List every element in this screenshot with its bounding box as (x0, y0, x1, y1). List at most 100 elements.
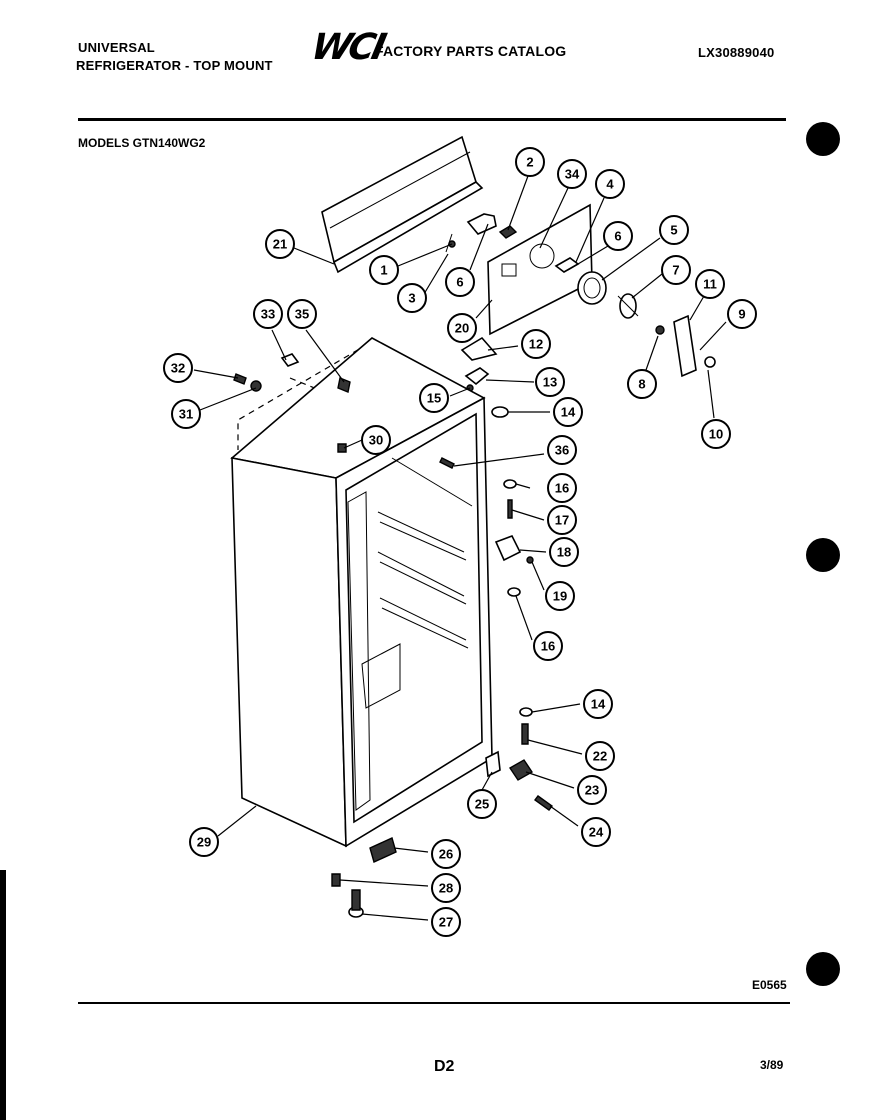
models-label: MODELS GTN140WG2 (78, 136, 206, 150)
svg-text:24: 24 (589, 825, 604, 840)
svg-text:12: 12 (529, 337, 543, 352)
svg-text:25: 25 (475, 797, 489, 812)
svg-text:19: 19 (553, 589, 567, 604)
header-line1: UNIVERSAL (78, 40, 155, 55)
callout-23: 23 (577, 775, 607, 805)
svg-text:31: 31 (179, 407, 193, 422)
svg-text:14: 14 (561, 405, 576, 420)
svg-text:21: 21 (273, 237, 287, 252)
callout-11: 11 (695, 269, 725, 299)
catalog-title: FACTORY PARTS CATALOG (375, 43, 567, 59)
callout-8: 8 (627, 369, 657, 399)
callout-25: 25 (467, 789, 497, 819)
callout-12: 12 (521, 329, 551, 359)
svg-text:10: 10 (709, 427, 723, 442)
callout-5: 5 (659, 215, 689, 245)
svg-text:6: 6 (614, 229, 621, 244)
callout-33: 33 (253, 299, 283, 329)
svg-text:28: 28 (439, 881, 453, 896)
callout-9: 9 (727, 299, 757, 329)
svg-text:22: 22 (593, 749, 607, 764)
svg-text:15: 15 (427, 391, 441, 406)
callout-3: 3 (397, 283, 427, 313)
control-panel-plate (487, 203, 593, 336)
binder-hole-bottom (806, 952, 840, 986)
svg-text:6: 6 (456, 275, 463, 290)
top-cover-part (321, 135, 484, 274)
svg-text:30: 30 (369, 433, 383, 448)
callout-31: 31 (171, 399, 201, 429)
svg-text:35: 35 (295, 307, 309, 322)
callout-19: 19 (545, 581, 575, 611)
callout-26: 26 (431, 839, 461, 869)
hinge-bracket-part (445, 213, 497, 253)
catalog-number: LX30889040 (698, 45, 775, 60)
fan-part (617, 293, 639, 319)
page-label: D2 (434, 1058, 455, 1075)
svg-text:1: 1 (380, 263, 387, 278)
callout-10: 10 (701, 419, 731, 449)
svg-text:8: 8 (638, 377, 645, 392)
callout-4: 4 (595, 169, 625, 199)
shelf-rails (377, 511, 469, 649)
callout-20: 20 (447, 313, 477, 343)
svg-text:34: 34 (565, 167, 580, 182)
callout-15: 15 (419, 383, 449, 413)
svg-text:4: 4 (606, 177, 614, 192)
svg-text:3: 3 (408, 291, 415, 306)
callout-14-bottom: 14 (583, 689, 613, 719)
callout-13: 13 (535, 367, 565, 397)
svg-text:23: 23 (585, 783, 599, 798)
hardware-parts (331, 406, 553, 918)
thermostat-part (554, 257, 607, 305)
callout-22: 22 (585, 741, 615, 771)
callout-29: 29 (189, 827, 219, 857)
header-line2: REFRIGERATOR - TOP MOUNT (76, 58, 273, 73)
binder-hole-middle (806, 538, 840, 572)
svg-text:29: 29 (197, 835, 211, 850)
svg-text:14: 14 (591, 697, 606, 712)
diagram-code: E0565 (752, 978, 787, 992)
footer-rule (78, 1002, 790, 1004)
callout-27: 27 (431, 907, 461, 937)
top-hinge-part (464, 367, 490, 392)
callout-36: 36 (547, 435, 577, 465)
callout-1: 1 (369, 255, 399, 285)
callout-2: 2 (515, 147, 545, 177)
switch-part (655, 314, 716, 378)
callout-30: 30 (361, 425, 391, 455)
cabinet-outline-dashed (237, 343, 369, 450)
cabinet-part (230, 337, 493, 848)
leader-lines (193, 175, 727, 921)
svg-text:27: 27 (439, 915, 453, 930)
svg-text:33: 33 (261, 307, 275, 322)
svg-text:11: 11 (703, 277, 717, 292)
svg-text:16: 16 (541, 639, 555, 654)
callout-32: 32 (163, 353, 193, 383)
cam-part (460, 336, 498, 361)
binder-hole-top (806, 122, 840, 156)
left-fasteners (233, 353, 351, 453)
callout-35: 35 (287, 299, 317, 329)
svg-text:16: 16 (555, 481, 569, 496)
svg-text:13: 13 (543, 375, 557, 390)
svg-text:9: 9 (738, 307, 745, 322)
callout-24: 24 (581, 817, 611, 847)
callout-34: 34 (557, 159, 587, 189)
callout-6-right: 6 (603, 221, 633, 251)
callout-6-top: 6 (445, 267, 475, 297)
callout-28: 28 (431, 873, 461, 903)
svg-text:26: 26 (439, 847, 453, 862)
svg-text:36: 36 (555, 443, 569, 458)
callout-21: 21 (265, 229, 295, 259)
scan-edge-mark (0, 870, 6, 1120)
callout-14-top: 14 (553, 397, 583, 427)
svg-text:5: 5 (670, 223, 677, 238)
svg-text:18: 18 (557, 545, 571, 560)
svg-text:7: 7 (672, 263, 679, 278)
svg-text:2: 2 (526, 155, 533, 170)
callout-16-bottom: 16 (533, 631, 563, 661)
header-rule (78, 118, 786, 121)
callout-17: 17 (547, 505, 577, 535)
